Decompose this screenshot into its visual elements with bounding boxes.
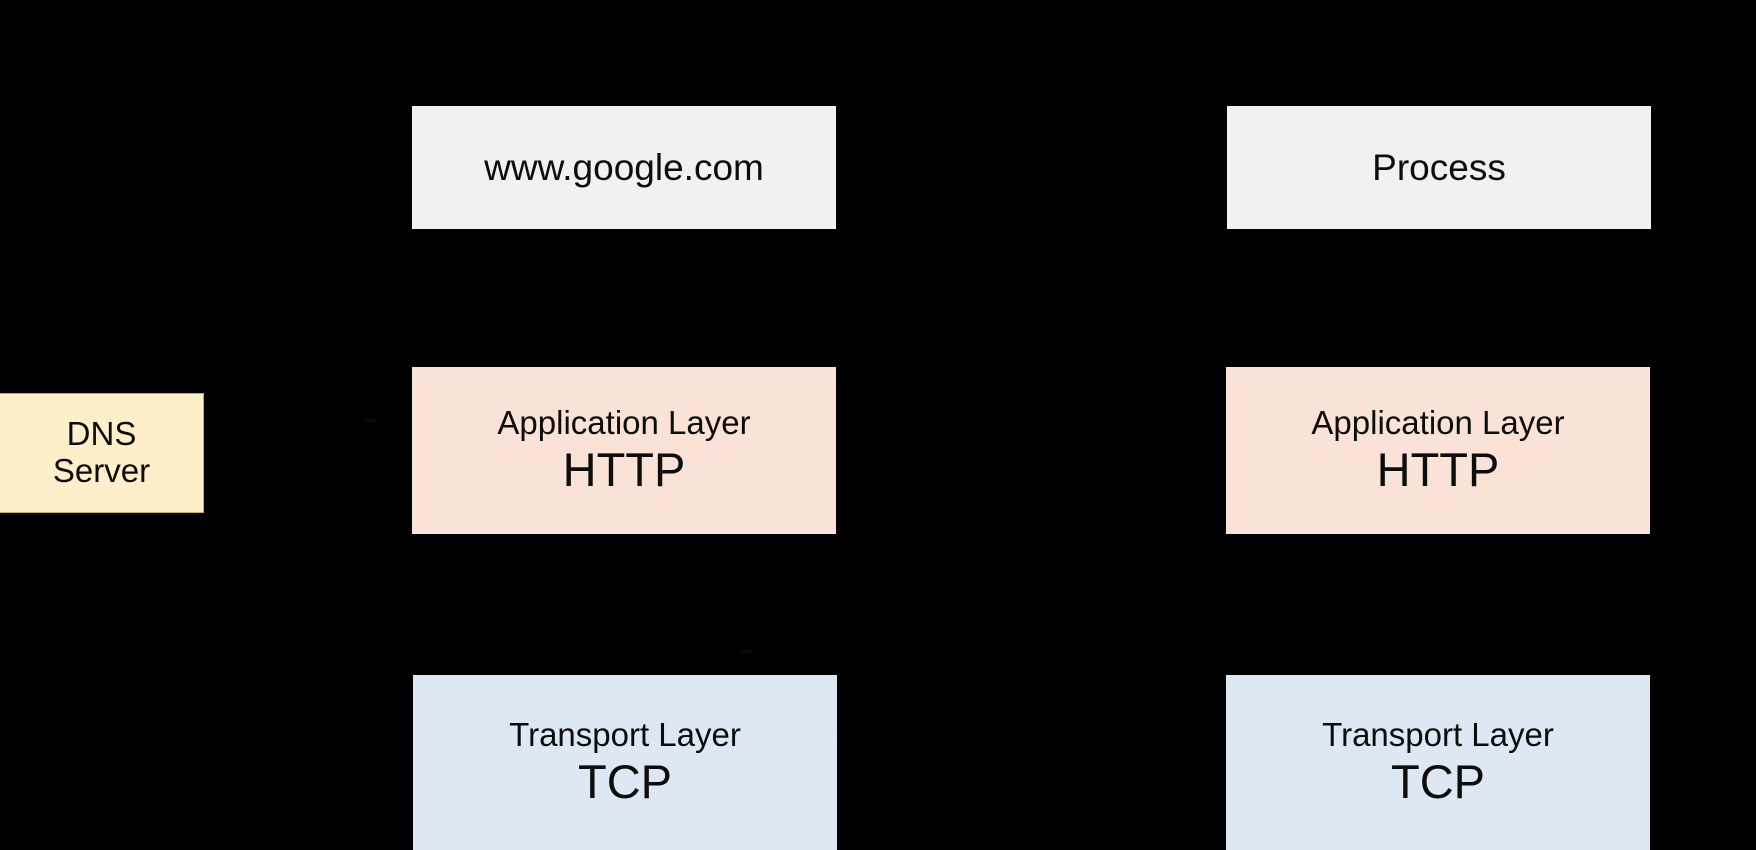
dns-server-label-line1: DNS [66,415,137,453]
server-transport-layer-box[interactable]: Transport Layer TCP [1226,675,1650,850]
server-application-layer-box[interactable]: Application Layer HTTP [1226,367,1650,534]
dns-server-label-line2: Server [52,452,151,489]
server-process-box[interactable]: Process [1227,106,1651,229]
dns-server-box[interactable]: DNS Server [0,393,204,513]
client-application-to-server-application-connector [741,650,751,653]
client-transport-layer-protocol: TCP [578,754,672,808]
client-transport-layer-box[interactable]: Transport Layer TCP [413,675,837,850]
client-host-label: www.google.com [484,146,764,188]
client-host-box[interactable]: www.google.com [412,106,836,229]
client-application-layer-title: Application Layer [497,403,751,441]
client-transport-layer-title: Transport Layer [509,715,741,753]
server-application-layer-title: Application Layer [1311,403,1565,441]
server-transport-layer-title: Transport Layer [1322,715,1554,753]
server-transport-layer-protocol: TCP [1391,754,1485,808]
client-application-layer-box[interactable]: Application Layer HTTP [412,367,836,534]
server-application-layer-protocol: HTTP [1376,442,1500,496]
dns-to-application-connector [365,419,375,422]
server-process-label: Process [1372,146,1506,188]
client-application-layer-protocol: HTTP [562,442,686,496]
